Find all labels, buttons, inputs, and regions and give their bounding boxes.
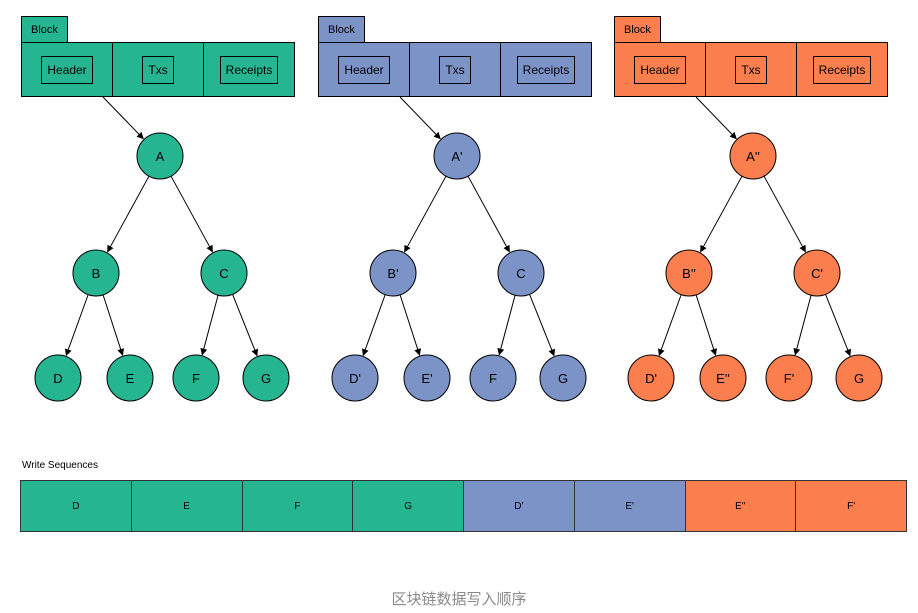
tree-edge [658,294,682,357]
tree-edge [825,294,851,357]
leaf-node: G [242,354,290,402]
branch-node: B'' [665,249,713,297]
node-label: A [156,149,165,164]
block-fields: Header Txs Receipts [318,42,592,97]
leaf-node: D' [627,354,675,402]
block-label: Block 1 [318,16,365,62]
node-label: F [489,371,497,386]
write-sequence-cell: F [242,481,354,531]
node-label: F' [784,371,794,386]
header-field: Header [338,55,390,84]
root-node: A [136,132,184,180]
branch-node: C' [793,249,841,297]
leaf-node: E [106,354,154,402]
node-label: G [558,371,568,386]
node-label: C [219,266,228,281]
node-label: F [192,371,200,386]
tree-edge [763,175,806,253]
tree-edge [65,294,89,357]
write-sequence-cell: F' [796,481,906,531]
txs-field: Txs [439,55,471,84]
leaf-node: F [469,354,517,402]
node-label: D [53,371,62,386]
node-label: B'' [682,266,696,281]
node-label: E' [421,371,432,386]
write-sequence-cell: E' [574,481,686,531]
block-label: Block 0 [21,16,68,62]
node-label: G [261,371,271,386]
root-node: A'' [729,132,777,180]
tree-edge [200,295,219,356]
tree-edge [695,294,717,356]
root-node: A' [433,132,481,180]
leaf-node: G [539,354,587,402]
block-fields: Header Txs Receipts [614,42,888,97]
receipts-field: Receipts [516,55,576,84]
tree-edge [529,294,555,357]
receipts-field: Receipts [219,55,279,84]
node-label: D' [645,371,657,386]
tree-edge [362,294,386,357]
node-label: E [126,371,135,386]
node-label: D' [349,371,361,386]
leaf-node: D [34,354,82,402]
node-label: C' [811,266,823,281]
node-label: A' [451,149,462,164]
tree-edge [102,294,124,356]
node-label: E'' [716,371,730,386]
leaf-node: F [172,354,220,402]
write-sequence-cell: E'' [685,481,797,531]
write-sequence-cell: G [353,481,464,531]
tree-edge [232,294,258,357]
receipts-field: Receipts [812,55,872,84]
branch-node: C [497,249,545,297]
leaf-node: E'' [699,354,747,402]
txs-field: Txs [735,55,767,84]
tree-edge [793,295,812,356]
block-root-arrow [102,96,144,140]
node-label: G [854,371,864,386]
write-sequences-label: Write Sequences [22,460,98,471]
leaf-node: D' [331,354,379,402]
branch-node: B' [369,249,417,297]
header-field: Header [41,55,93,84]
header-field: Header [634,55,686,84]
tree-edge [170,175,213,253]
block-root-arrow [399,96,441,140]
node-label: A'' [746,149,760,164]
branch-node: B [72,249,120,297]
tree-edge [700,175,743,253]
leaf-node: F' [765,354,813,402]
leaf-node: G [835,354,883,402]
tree-edge [399,294,421,356]
node-label: B [92,266,101,281]
write-sequence-cell: D [21,481,132,531]
node-label: B' [387,266,398,281]
tree-edge [107,175,150,253]
branch-node: C [200,249,248,297]
write-sequence-cell: E [131,481,243,531]
txs-field: Txs [142,55,174,84]
block-fields: Header Txs Receipts [21,42,295,97]
tree-edge [497,295,516,356]
node-label: C [516,266,525,281]
leaf-node: E' [403,354,451,402]
block-root-arrow [695,96,737,140]
write-sequence-cell: D' [464,481,575,531]
tree-edge [467,175,510,253]
figure-caption: 区块链数据写入顺序 [391,591,527,608]
tree-edge [404,175,447,253]
trie-diagram: A B C D E F G A' B' C D' E' F G A'' B'' C' D' E'' F' G [34,96,883,402]
